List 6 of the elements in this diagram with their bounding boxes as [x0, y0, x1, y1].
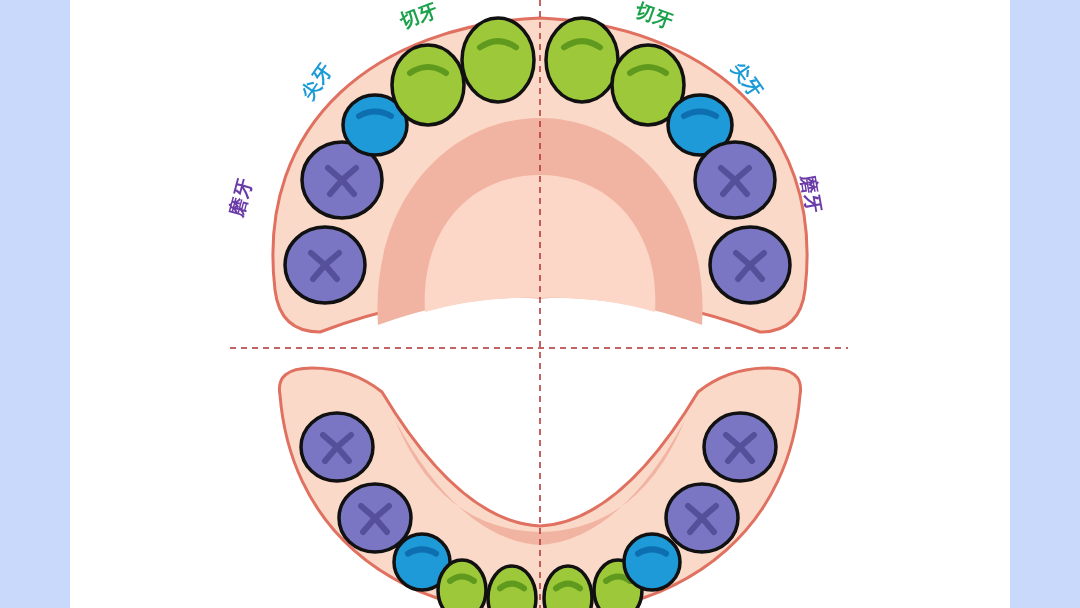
tooth-type-label: 尖牙 [728, 58, 766, 101]
tooth-type-label: 磨牙 [798, 173, 824, 214]
tooth-type-label: 切牙 [632, 0, 676, 31]
tooth-type-label: 尖牙 [298, 60, 336, 103]
tooth-type-label: 切牙 [397, 0, 441, 31]
tooth-type-label: 磨牙 [226, 176, 256, 219]
